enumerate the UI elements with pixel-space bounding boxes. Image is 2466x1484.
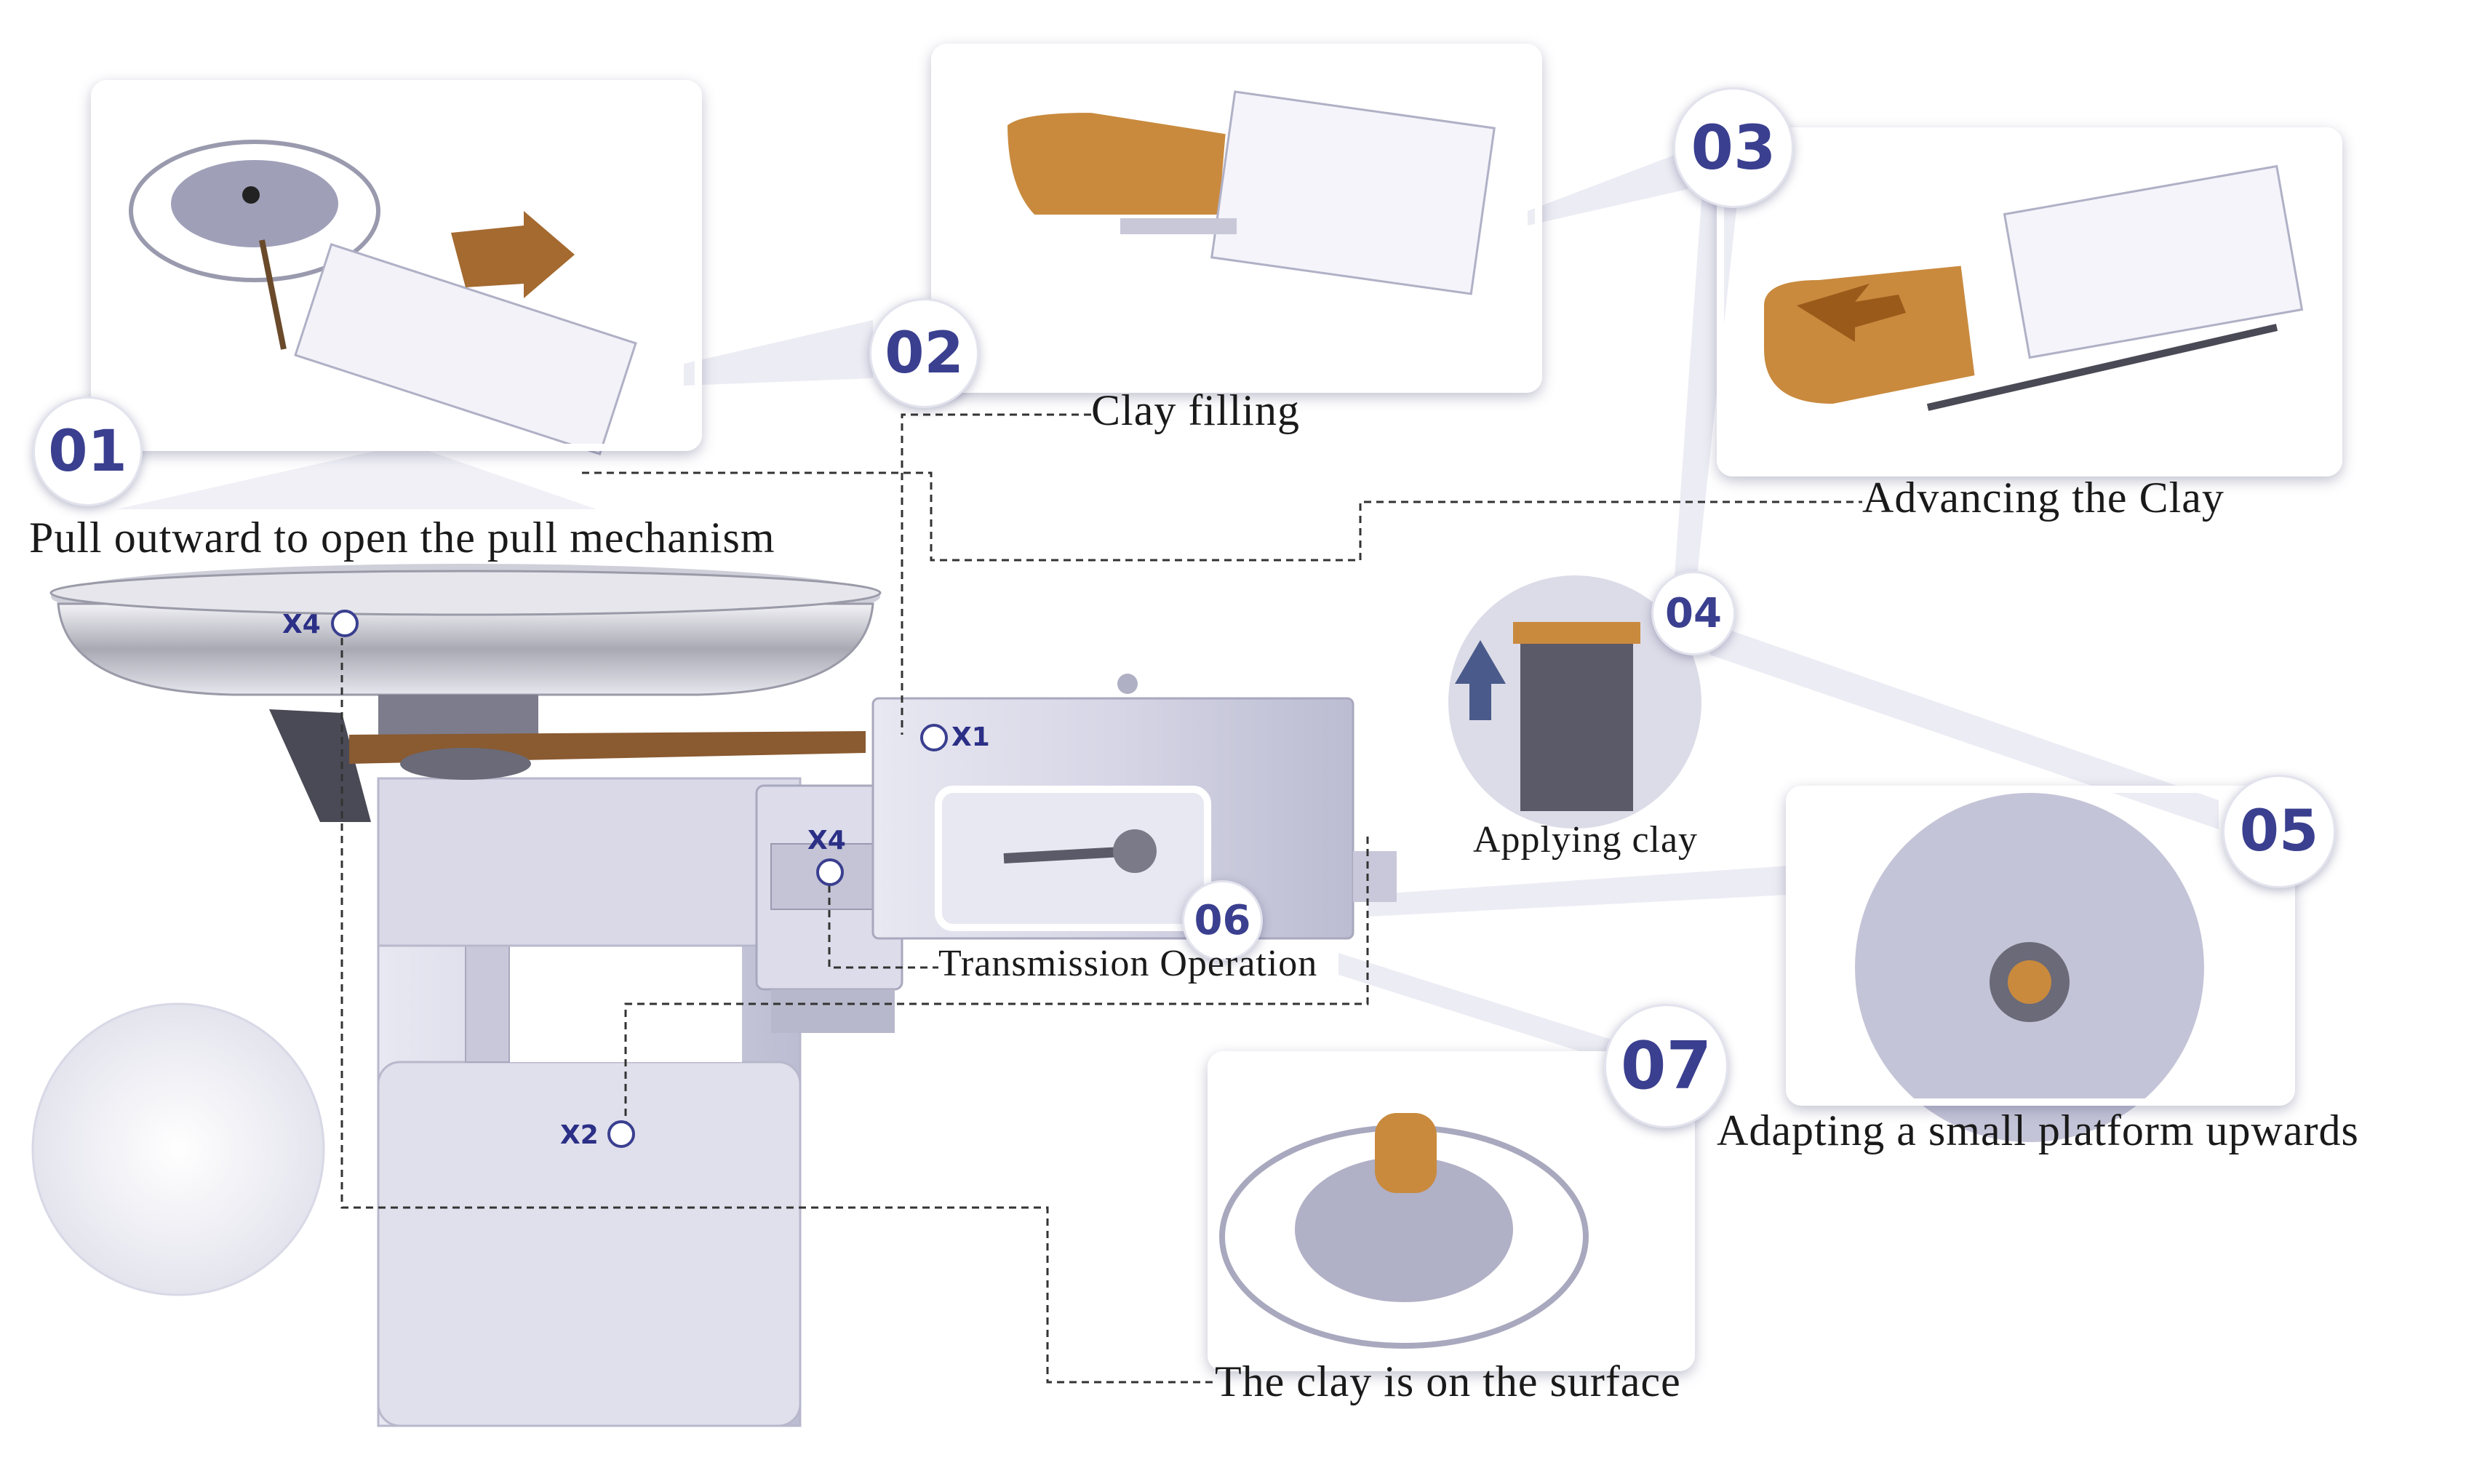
x1-pin (920, 724, 948, 751)
panel-07-art (1219, 1113, 1589, 1349)
step-01-badge: 01 (33, 396, 143, 506)
step-05-badge: 05 (2222, 775, 2336, 888)
beam-machine-05 (1368, 866, 1789, 917)
x1-label: X1 (951, 722, 990, 752)
step-07-caption: The clay is on the surface (1215, 1357, 1681, 1405)
panel-04-art (1440, 567, 1710, 837)
x2-pin (607, 1120, 635, 1148)
step-06-badge: 06 (1182, 880, 1263, 961)
panel-05-art (1855, 793, 2204, 1142)
leader-lines (340, 413, 1862, 1384)
box-nozzle (1353, 851, 1397, 902)
beam-01 (116, 444, 596, 509)
step-01-caption: Pull outward to open the pull mechanism (29, 514, 775, 562)
lower-base (377, 1061, 802, 1427)
step-02-badge: 02 (869, 298, 979, 408)
panel-07 (1208, 1051, 1695, 1371)
step-05-caption: Adapting a small platform upwards (1717, 1106, 2359, 1154)
beam-02-03 (1528, 153, 1688, 226)
step-06-caption: Transmission Operation (938, 943, 1318, 984)
upper-housing (377, 777, 802, 947)
beam-06-07 (1338, 953, 1637, 1069)
beam-01-02 (684, 320, 873, 386)
turntable-plate (57, 602, 874, 696)
step-03-caption: Advancing the Clay (1862, 474, 2224, 522)
panel-03-art (1757, 164, 2304, 412)
x4-motor-label: X4 (807, 826, 846, 855)
faded-circle (31, 1002, 325, 1296)
step-02-caption: Clay filling (1091, 386, 1300, 434)
panel-02 (931, 44, 1542, 393)
step-03-badge: 03 (1673, 87, 1794, 208)
panel-01-art (129, 140, 637, 455)
beam-04-05 (1709, 626, 2219, 829)
x4-plate-label: X4 (282, 610, 321, 639)
plate-arm (269, 709, 371, 822)
step-04-badge: 04 (1651, 571, 1736, 655)
column-gap (466, 946, 742, 1062)
panel-05 (1786, 786, 2295, 1106)
column-bracket (465, 945, 510, 1063)
panel-03 (1717, 127, 2342, 476)
panel-01 (91, 80, 702, 451)
step-07-badge: 07 (1604, 1004, 1728, 1128)
motor-shaft (771, 989, 895, 1033)
x4-motor-pin (816, 858, 844, 886)
pulley (400, 748, 531, 780)
x4-plate-pin (331, 610, 359, 637)
x2-label: X2 (560, 1120, 599, 1150)
step-04-caption: Applying clay (1473, 819, 1699, 861)
plate-spindle (378, 695, 538, 738)
panel-02-art (999, 90, 1496, 295)
